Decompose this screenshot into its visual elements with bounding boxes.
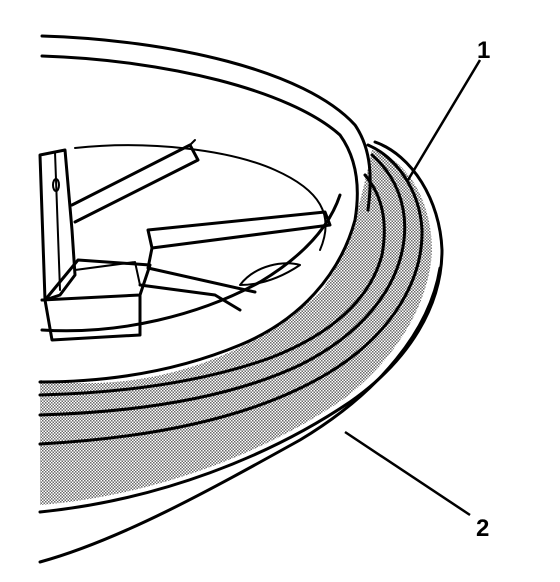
seal-groove-3 [38, 173, 386, 397]
callout-1-label: 1 [477, 37, 490, 64]
inner-floor-edge [74, 144, 327, 251]
bracket-left-inner [54, 151, 61, 291]
center-channel [74, 261, 141, 286]
cross-member-end [138, 283, 242, 312]
cross-member-top [146, 210, 332, 250]
outer-ring-top-edge [40, 34, 372, 212]
brace-arm [70, 143, 200, 224]
outer-ring-inner-edge [38, 54, 359, 384]
floor-opening [239, 262, 301, 286]
callout-1-leader [406, 59, 482, 181]
cross-member-face [146, 246, 257, 294]
seal-groove-2 [38, 153, 407, 417]
seal-shaded-region [40, 150, 432, 505]
callout-2-label: 2 [476, 515, 489, 542]
brace-arm-edge [189, 139, 196, 146]
base-plate-edge [38, 266, 442, 564]
bracket-slot [52, 178, 60, 192]
bracket-box-face [43, 293, 142, 342]
callout-2-leader [344, 430, 471, 517]
seal-groove-1 [38, 143, 424, 446]
